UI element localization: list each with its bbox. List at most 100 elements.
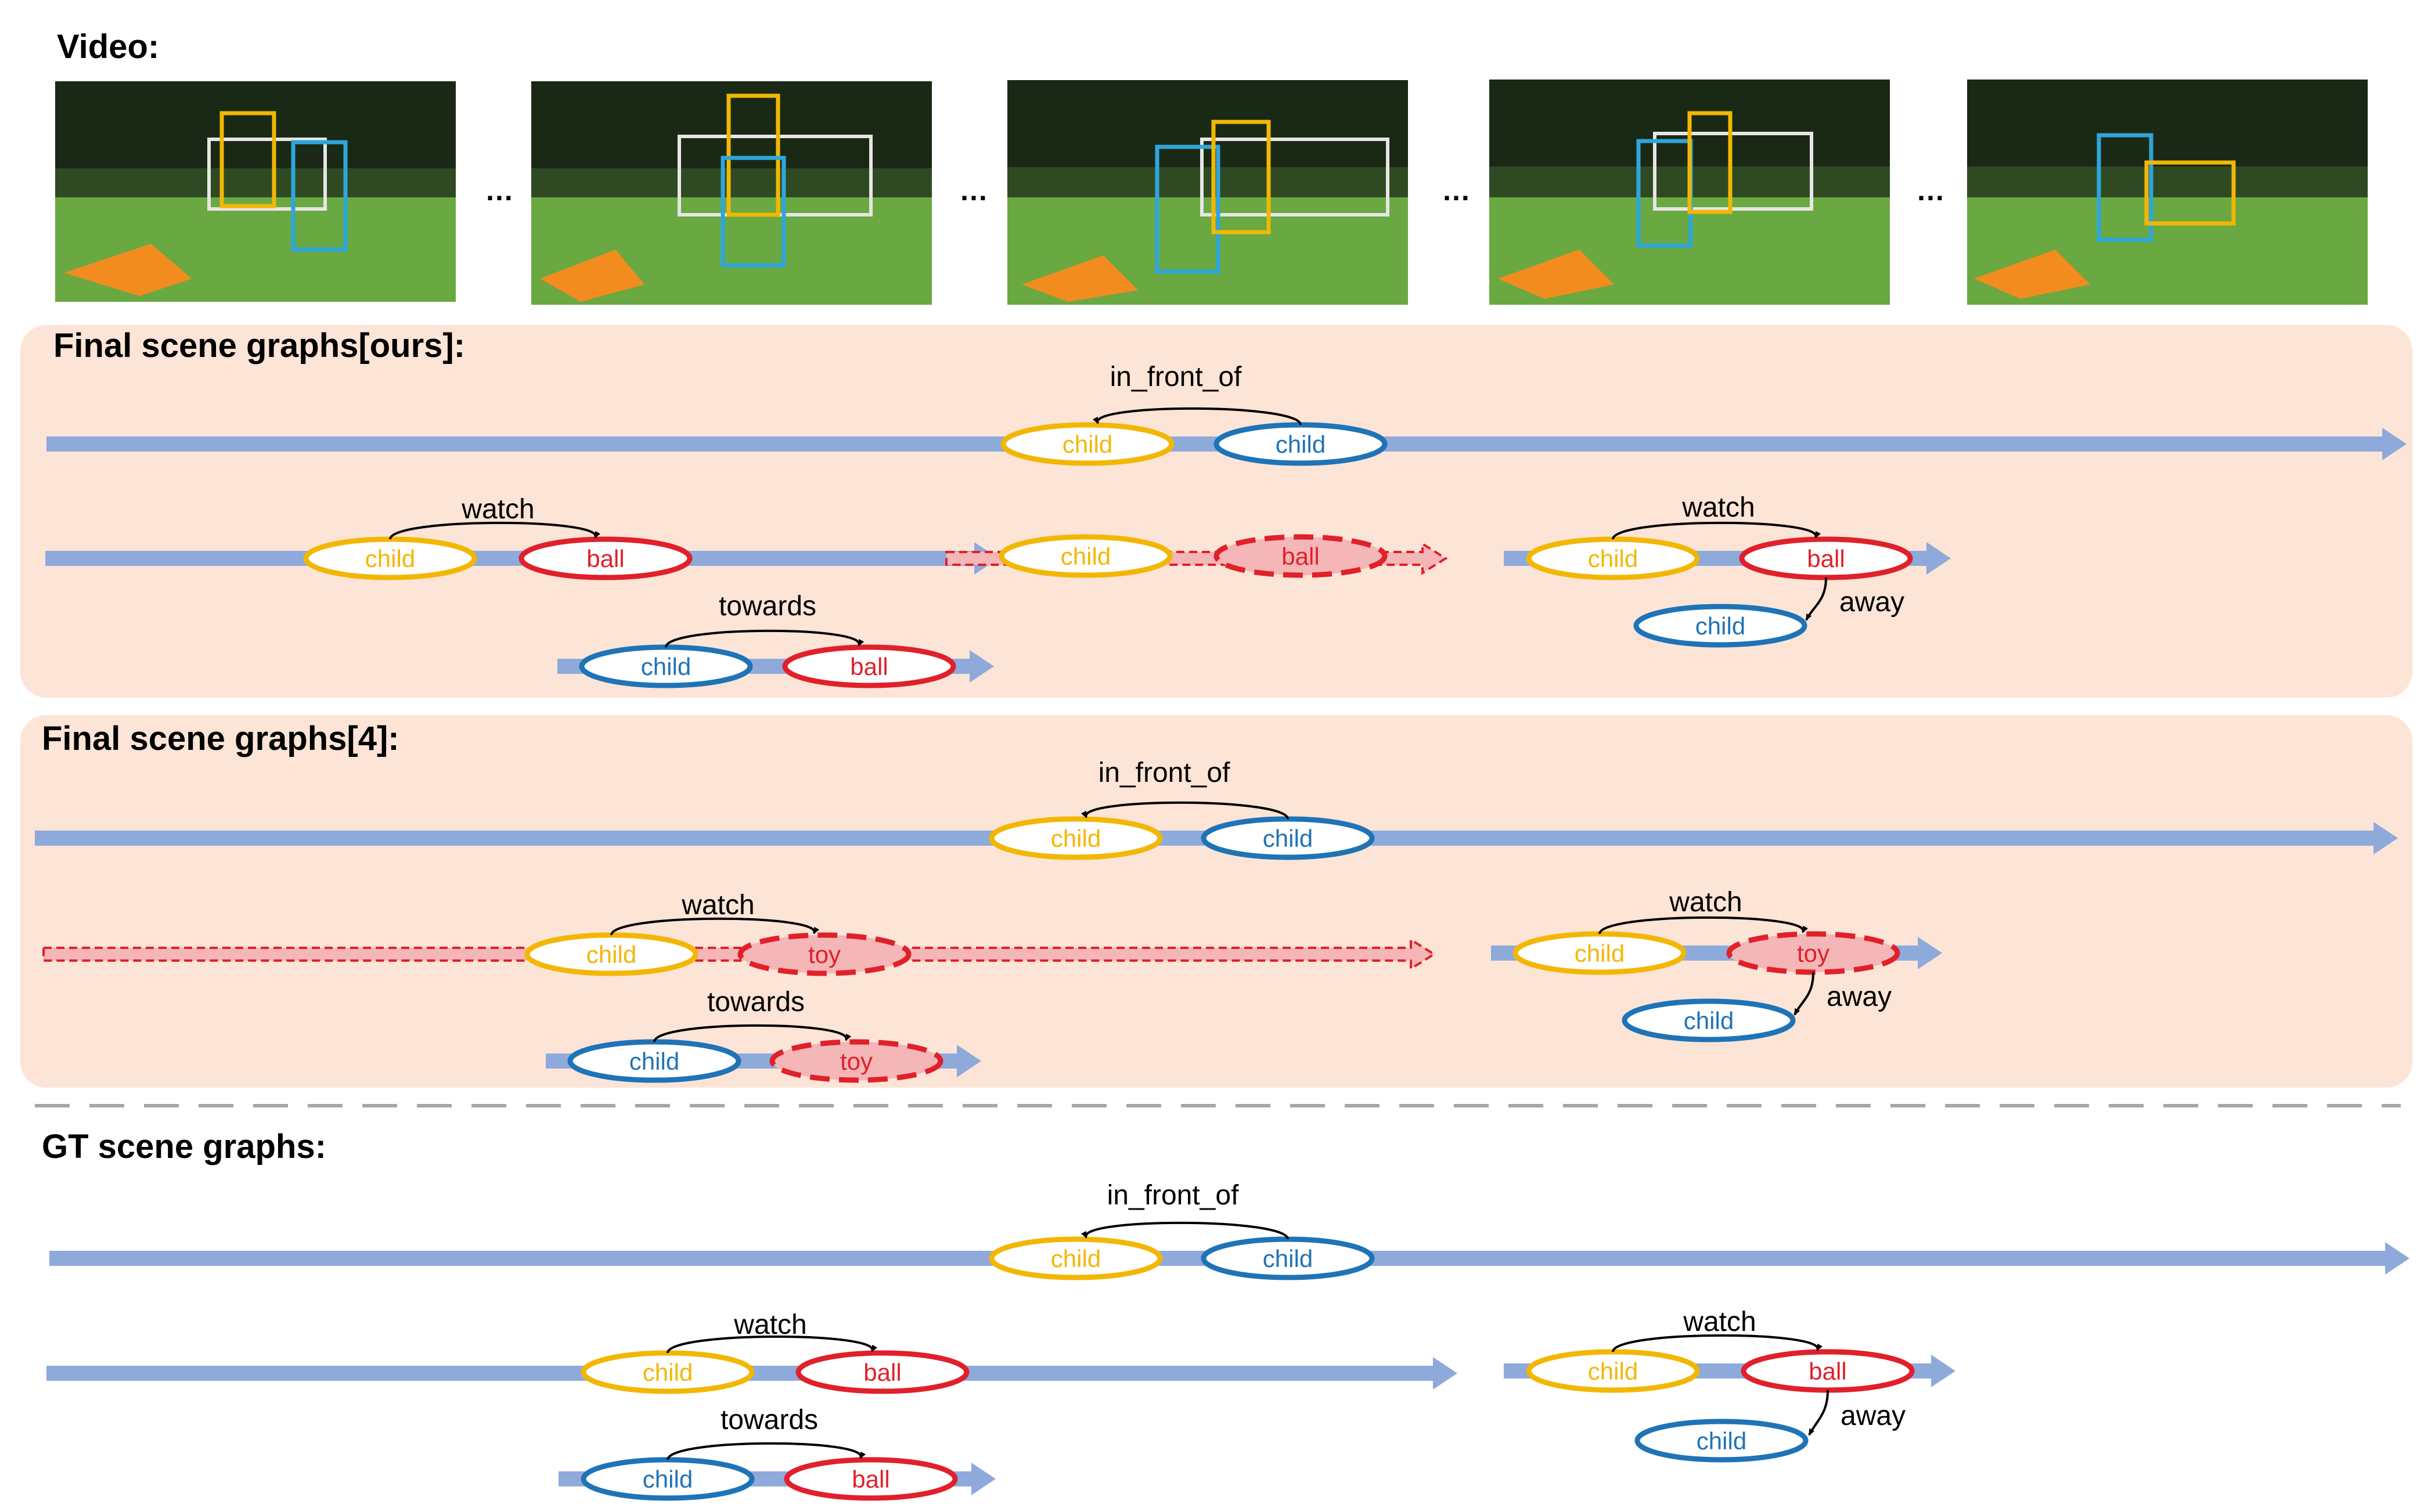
edge-watch — [1612, 1334, 1823, 1352]
bbox-blue — [1155, 145, 1220, 274]
relation-label-in_front_of: in_front_of — [1099, 757, 1230, 788]
edge-in_front_of — [1092, 407, 1302, 425]
edge-watch — [667, 1335, 878, 1354]
node-label-ball: ball — [863, 1359, 901, 1386]
edge-watch — [389, 521, 601, 540]
section-title-ours: Final scene graphs[ours]: — [53, 327, 465, 365]
node-ball-red — [518, 536, 693, 580]
node-label-child: child — [629, 1048, 679, 1075]
relation-label-towards: towards — [707, 987, 805, 1017]
relation-label-towards: towards — [719, 591, 816, 622]
bbox-blue — [2097, 133, 2153, 242]
bbox-blue — [291, 140, 348, 252]
video-label: Video: — [57, 28, 159, 66]
node-label-child: child — [1588, 1358, 1638, 1385]
edge-away — [1808, 1390, 1829, 1436]
frame-separator: … — [1442, 174, 1471, 207]
bbox-yellow — [726, 93, 780, 217]
node-ball-red — [1213, 534, 1388, 578]
node-label-child: child — [1695, 612, 1745, 640]
node-child-yellow — [989, 816, 1163, 860]
node-child-yellow — [989, 1236, 1163, 1280]
node-label-child: child — [1575, 940, 1625, 967]
node-ball-red — [795, 1350, 970, 1394]
node-label-child: child — [1276, 431, 1326, 458]
edge-towards — [653, 1024, 852, 1042]
node-label-child: child — [365, 545, 415, 572]
relation-label-away: away — [1841, 1401, 1906, 1431]
node-label-child: child — [1263, 825, 1313, 852]
node-child-blue — [1633, 604, 1807, 648]
node-label-child: child — [586, 941, 636, 968]
bbox-yellow — [2144, 160, 2236, 226]
edge-in_front_of — [1081, 1221, 1289, 1240]
video-frame-5 — [1967, 80, 2368, 305]
relation-label-towards: towards — [721, 1405, 818, 1435]
node-label-ball: ball — [1281, 543, 1319, 570]
timeline-head — [971, 1463, 996, 1495]
node-child-blue — [1622, 998, 1796, 1042]
timeline-head — [1926, 542, 1951, 575]
relation-label-watch: watch — [1681, 492, 1755, 523]
node-label-ball: ball — [586, 545, 624, 572]
node-label-toy: toy — [808, 941, 841, 968]
node-label-child: child — [643, 1359, 693, 1386]
relation-label-in_front_of: in_front_of — [1110, 362, 1242, 392]
node-child-yellow — [999, 534, 1173, 578]
timeline-head — [957, 1045, 981, 1077]
frame-separator: … — [485, 174, 514, 207]
timeline-head — [1433, 1357, 1457, 1390]
edge-in_front_of — [1081, 801, 1289, 820]
video-frame-1 — [55, 81, 456, 302]
video-frame-2 — [531, 81, 932, 305]
relation-label-watch: watch — [1683, 1307, 1756, 1337]
video-frame-4 — [1489, 80, 1890, 305]
timeline — [45, 551, 975, 566]
edge-towards — [665, 629, 865, 648]
panel-baseline — [20, 715, 2412, 1088]
relation-label-away: away — [1827, 981, 1892, 1012]
node-ball-red — [782, 644, 956, 688]
node-label-ball: ball — [852, 1466, 889, 1493]
bbox-blue — [721, 156, 786, 268]
relation-label-watch: watch — [733, 1309, 806, 1340]
node-label-child: child — [1051, 825, 1101, 852]
edge-away — [1793, 972, 1814, 1016]
node-toy-red — [737, 932, 912, 976]
edge-watch — [1598, 916, 1809, 934]
node-toy-red — [769, 1039, 943, 1083]
node-label-child: child — [1684, 1007, 1734, 1034]
timeline-head — [970, 650, 994, 683]
edge-watch — [1612, 521, 1821, 540]
node-child-blue — [1634, 1419, 1809, 1463]
timeline-head — [2385, 1242, 2410, 1275]
timeline-head — [1918, 937, 1942, 969]
timeline-head — [2382, 428, 2407, 460]
node-label-child: child — [643, 1466, 693, 1493]
node-label-child: child — [1263, 1245, 1313, 1272]
relation-label-away: away — [1839, 587, 1904, 618]
node-label-child: child — [1051, 1245, 1101, 1272]
frame-separator: … — [1916, 174, 1945, 207]
node-label-ball: ball — [1809, 1358, 1846, 1385]
edge-watch — [610, 917, 820, 936]
node-label-child: child — [641, 653, 691, 680]
relation-label-watch: watch — [1669, 887, 1742, 918]
node-label-child: child — [1697, 1427, 1746, 1455]
relation-label-watch: watch — [681, 890, 754, 921]
bbox-yellow — [219, 111, 276, 208]
node-label-toy: toy — [840, 1048, 873, 1075]
node-label-toy: toy — [1797, 940, 1829, 967]
panel-ours — [20, 325, 2412, 698]
edge-towards — [667, 1442, 866, 1460]
bbox-yellow — [1687, 111, 1733, 214]
section-title-baseline: Final scene graphs[4]: — [42, 720, 399, 757]
section-title-gt: GT scene graphs: — [42, 1128, 326, 1165]
frame-separator: … — [959, 174, 988, 207]
node-label-ball: ball — [1807, 545, 1845, 572]
edge-away — [1805, 577, 1827, 621]
timeline-head — [1931, 1355, 1955, 1387]
timeline-false-detection — [945, 542, 1448, 575]
node-label-child: child — [1061, 543, 1111, 570]
